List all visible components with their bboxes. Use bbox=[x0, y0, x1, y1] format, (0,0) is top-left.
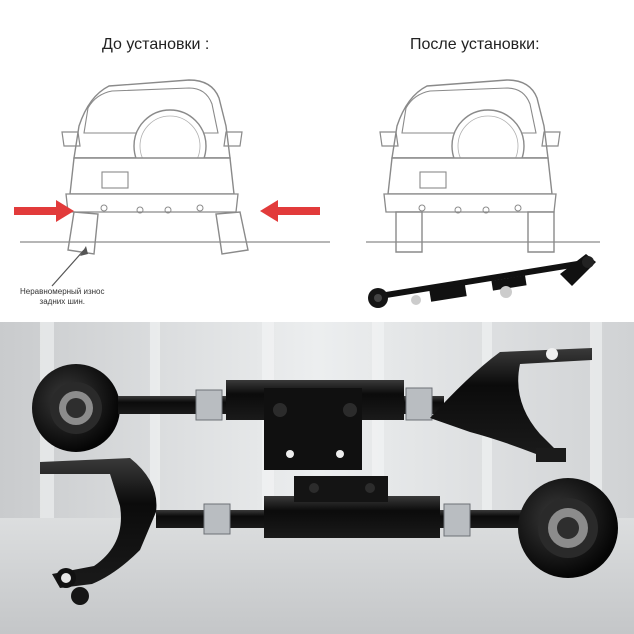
lower-control-arm bbox=[40, 458, 618, 605]
arm-thumbnail bbox=[368, 254, 596, 308]
arrow-left-icon bbox=[260, 200, 320, 222]
product-photo bbox=[0, 322, 634, 634]
installation-diagram bbox=[14, 79, 600, 308]
note-line-2: задних шин. bbox=[39, 297, 85, 306]
note-pointer bbox=[51, 249, 85, 287]
arrow-right-icon bbox=[14, 200, 74, 222]
before-heading: До установки : bbox=[102, 36, 210, 53]
note-line-1: Неравномерный износ bbox=[20, 287, 105, 296]
uneven-wear-note: Неравномерный износ задних шин. bbox=[20, 287, 105, 307]
upper-control-arm bbox=[32, 348, 592, 470]
car-after-drawing bbox=[379, 79, 561, 253]
after-heading: После установки: bbox=[410, 36, 540, 53]
car-before-drawing bbox=[61, 79, 249, 255]
